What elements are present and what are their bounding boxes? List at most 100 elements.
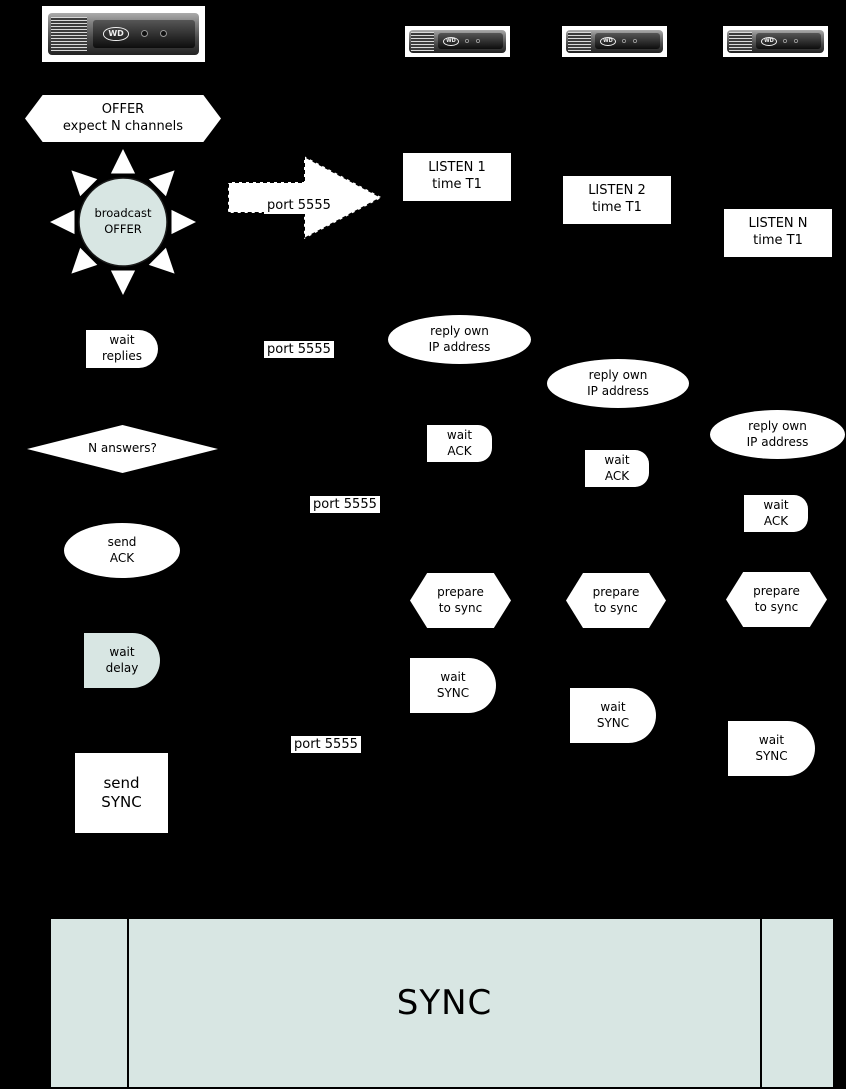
n-answers-decision: N answers? xyxy=(27,425,218,473)
sync-bar-main-section: SYNC xyxy=(129,919,760,1087)
prepare-line1: prepare xyxy=(437,584,484,599)
wait-sync-line2: SYNC xyxy=(755,748,788,763)
reply-ip-step: reply own IP address xyxy=(547,359,689,408)
reply-line2: IP address xyxy=(428,339,491,354)
reply-line2: IP address xyxy=(746,434,809,449)
wait-replies-step: wait replies xyxy=(86,330,158,368)
device-button-icon xyxy=(140,30,148,38)
wait-delay-step: wait delay xyxy=(84,633,160,688)
wd-device: WD xyxy=(47,12,200,56)
wait-delay-line2: delay xyxy=(105,660,139,675)
device-front-panel: WD xyxy=(755,33,822,50)
wait-ack-line1: wait xyxy=(763,497,789,512)
wait-sync-line1: wait xyxy=(600,699,626,714)
send-sync-line1: send xyxy=(103,773,140,792)
wait-ack-line2: ACK xyxy=(763,513,789,528)
prepare-to-sync-step: prepare to sync xyxy=(410,573,511,628)
send-sync-line2: SYNC xyxy=(101,793,142,811)
wait-ack-line1: wait xyxy=(604,452,630,467)
send-ack-step: send ACK xyxy=(64,523,180,578)
wait-ack-step: wait ACK xyxy=(427,425,492,462)
offer-line2: expect N channels xyxy=(62,118,184,134)
server-device-image: WD xyxy=(42,6,205,62)
wait-ack-line1: wait xyxy=(446,427,473,442)
wait-sync-step: wait SYNC xyxy=(410,658,496,713)
reply-line2: IP address xyxy=(587,383,649,398)
wait-sync-step: wait SYNC xyxy=(570,688,656,743)
client3-device-image: WD xyxy=(723,26,828,57)
prepare-to-sync-step: prepare to sync xyxy=(726,572,827,627)
listen1-step: LISTEN 1 time T1 xyxy=(403,153,511,201)
wait-sync-step: wait SYNC xyxy=(728,721,815,776)
listen2-line2: time T1 xyxy=(592,200,642,215)
n-answers-label: N answers? xyxy=(88,441,157,456)
port-label: port 5555 xyxy=(264,197,334,214)
reply-ip-step: reply own IP address xyxy=(388,315,531,364)
offer-line1: OFFER xyxy=(101,101,145,117)
device-front-panel: WD xyxy=(93,19,195,49)
wait-ack-step: wait ACK xyxy=(744,495,808,532)
prepare-line2: to sync xyxy=(594,600,638,615)
broadcast-line1: broadcast xyxy=(94,206,152,221)
wd-device: WD xyxy=(726,29,825,54)
port-label: port 5555 xyxy=(310,496,380,513)
listen1-line1: LISTEN 1 xyxy=(428,160,486,176)
prepare-line1: prepare xyxy=(753,583,800,598)
client1-device-image: WD xyxy=(405,26,510,57)
device-button-icon xyxy=(793,39,798,44)
device-button-icon xyxy=(622,39,627,44)
send-ack-line2: ACK xyxy=(109,550,135,565)
device-vents xyxy=(728,32,753,51)
prepare-to-sync-step: prepare to sync xyxy=(566,573,666,628)
wait-sync-line1: wait xyxy=(440,669,466,684)
wait-replies-line1: wait xyxy=(109,333,135,348)
sync-bar: SYNC xyxy=(49,917,835,1089)
wd-device: WD xyxy=(565,29,664,54)
wait-sync-line2: SYNC xyxy=(596,715,630,730)
broadcast-offer-step: broadcast OFFER xyxy=(78,199,168,245)
listen1-line2: time T1 xyxy=(432,177,482,192)
reply-ip-step: reply own IP address xyxy=(710,410,845,459)
sync-bar-right-section xyxy=(760,919,833,1087)
device-front-panel: WD xyxy=(437,33,504,50)
wait-ack-line2: ACK xyxy=(447,443,472,458)
broadcast-line2: OFFER xyxy=(104,222,142,236)
wait-sync-line2: SYNC xyxy=(436,685,470,700)
sync-bar-left-section xyxy=(51,919,129,1087)
device-button-icon xyxy=(160,30,168,38)
sync-label: SYNC xyxy=(396,983,493,1023)
device-button-icon xyxy=(632,39,637,44)
device-front-panel: WD xyxy=(594,33,661,50)
listenN-step: LISTEN N time T1 xyxy=(724,209,832,257)
wait-sync-line1: wait xyxy=(758,732,785,747)
wd-logo: WD xyxy=(443,36,459,46)
wait-replies-line2: replies xyxy=(102,349,142,363)
wait-ack-line2: ACK xyxy=(604,468,630,483)
device-vents xyxy=(50,16,88,51)
send-ack-line1: send xyxy=(107,534,137,549)
broadcast-starburst-icon xyxy=(50,149,196,295)
prepare-line2: to sync xyxy=(438,600,483,615)
reply-line1: reply own xyxy=(748,418,807,433)
reply-line1: reply own xyxy=(430,323,489,338)
device-button-icon xyxy=(465,39,470,44)
prepare-line2: to sync xyxy=(754,599,799,614)
listen2-step: LISTEN 2 time T1 xyxy=(563,176,671,224)
device-button-icon xyxy=(783,39,788,44)
port-label: port 5555 xyxy=(264,341,334,358)
reply-line1: reply own xyxy=(588,367,648,382)
device-vents xyxy=(567,32,592,51)
offer-step: OFFER expect N channels xyxy=(25,95,221,142)
listen2-line1: LISTEN 2 xyxy=(588,183,646,199)
listenN-line2: time T1 xyxy=(753,233,803,248)
wd-logo: WD xyxy=(600,36,616,46)
client2-device-image: WD xyxy=(562,26,667,57)
send-sync-step: send SYNC xyxy=(75,753,168,833)
prepare-line1: prepare xyxy=(592,584,640,599)
wd-logo: WD xyxy=(761,36,777,46)
wd-device: WD xyxy=(408,29,507,54)
wait-delay-line1: wait xyxy=(109,644,135,659)
listenN-line1: LISTEN N xyxy=(748,216,808,232)
port-label: port 5555 xyxy=(291,736,361,753)
